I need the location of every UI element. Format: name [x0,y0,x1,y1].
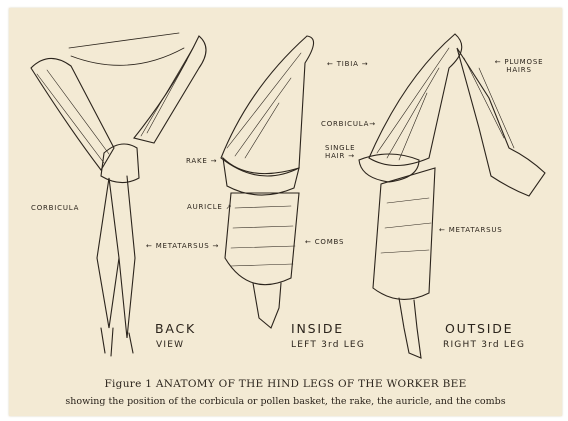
label-combs: ← COMBS [305,238,344,246]
inside-view-drawing [221,36,314,328]
label-rake: RAKE → [186,157,217,165]
label-corbicula-inside: CORBICULA→ [321,120,376,128]
label-auricle: AURICLE ↗ [187,203,232,211]
outside-view-title: OUTSIDE [445,321,513,336]
inside-view-subtitle: LEFT 3rd LEG [291,340,365,350]
inside-view-title: INSIDE [291,321,344,336]
leg-illustrations [9,8,562,416]
label-tibia: ← TIBIA → [327,60,368,68]
label-single-hair: SINGLE HAIR → [325,144,371,160]
back-view-drawing [31,33,206,356]
outside-view-subtitle: RIGHT 3rd LEG [443,340,525,350]
outside-view-drawing [359,34,545,358]
figure-subcaption: showing the position of the corbicula or… [9,396,562,407]
label-metatarsus-outside: ← METATARSUS [439,226,503,234]
back-view-title: BACK [155,321,196,336]
label-metatarsus-inside: ← METATARSUS → [146,242,219,250]
label-corbicula-back: CORBICULA [31,204,79,212]
back-view-subtitle: VIEW [156,340,184,350]
figure-caption: Figure 1 ANATOMY OF THE HIND LEGS OF THE… [9,378,562,390]
label-plumose-hairs: ← PLUMOSE HAIRS [488,58,550,74]
figure-page: ← TIBIA → ← PLUMOSE HAIRS CORBICULA→ RAK… [9,8,562,416]
